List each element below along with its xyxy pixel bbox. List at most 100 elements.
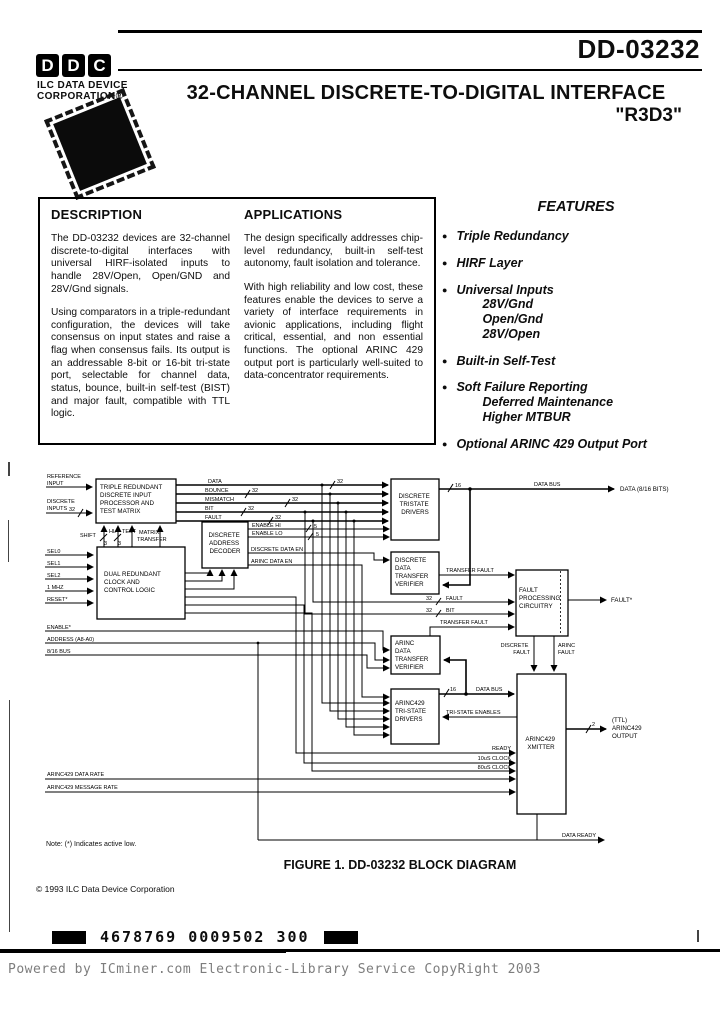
feature-subitem: Open/Gnd bbox=[482, 312, 543, 326]
logo-letter-box: D bbox=[62, 54, 85, 77]
block-label-discrete-drivers: DISCRETE TRISTATE DRIVERS bbox=[398, 493, 431, 516]
width-16: 16 bbox=[455, 483, 461, 489]
signal-sel1: SEL1 bbox=[47, 561, 60, 567]
description-heading: DESCRIPTION bbox=[51, 207, 143, 222]
page-subtitle: "R3D3" bbox=[615, 105, 682, 126]
signal-transfer-fault-2: TRANSFER FAULT bbox=[440, 620, 489, 626]
feature-subitem: 28V/Open bbox=[482, 326, 541, 341]
ddc-logo: D D C bbox=[36, 54, 111, 77]
figure-caption: FIGURE 1. DD-03232 BLOCK DIAGRAM bbox=[283, 858, 517, 872]
signal-arinc-data-rate: ARINC429 DATA RATE bbox=[47, 772, 104, 778]
company-name: ILC DATA DEVICE CORPORATION® bbox=[37, 80, 128, 103]
signal-hl: HL bbox=[109, 529, 116, 535]
discrete-data-bus-wires bbox=[439, 483, 615, 589]
bus-tap-wires bbox=[303, 483, 515, 739]
signal-sel2: SEL2 bbox=[47, 573, 60, 579]
scan-artifact-line bbox=[8, 520, 9, 562]
signal-data-out: DATA (8/16 BITS) bbox=[620, 486, 669, 493]
applications-heading: APPLICATIONS bbox=[244, 207, 343, 222]
barcode-block-icon bbox=[52, 930, 86, 944]
address-bus-wires bbox=[45, 630, 390, 672]
signal-ttl-output: (TTL) ARINC429 OUTPUT bbox=[612, 717, 643, 740]
watermark-text: Powered by ICminer.com Electronic-Librar… bbox=[8, 962, 541, 977]
signal-10us-clock: 10uS CLOCK bbox=[478, 756, 512, 762]
features-panel: FEATURES ● Triple Redundancy ● HIRF Laye… bbox=[442, 199, 710, 464]
scan-artifact-line bbox=[8, 462, 10, 476]
feature-item: ● Triple Redundancy bbox=[442, 229, 710, 244]
feature-subitems: 28V/Gnd Open/Gnd 28V/Open bbox=[456, 297, 553, 341]
block-label-fault-processing: FAULT PROCESSING CIRCUITRY bbox=[519, 587, 562, 610]
signal-address: ADDRESS (A8-A0) bbox=[47, 637, 94, 643]
block-outlines bbox=[95, 478, 569, 815]
signal-reset: RESET* bbox=[47, 597, 68, 603]
signal-discrete-data-en: DISCRETE DATA EN bbox=[251, 547, 303, 553]
bullet-icon: ● bbox=[442, 355, 448, 366]
block-label-clock: DUAL REDUNDANT CLOCK AND CONTROL LOGIC bbox=[104, 571, 162, 594]
block-label-arinc-verifier: ARINC DATA TRANSFER VERIFIER bbox=[395, 640, 430, 671]
barcode-row: 4678769 0009502 300 bbox=[52, 928, 358, 946]
applications-para2: With high reliability and low cost, thes… bbox=[244, 281, 423, 382]
feature-label: Built-in Self-Test bbox=[456, 353, 556, 368]
description-applications-box: DESCRIPTION The DD-03232 devices are 32-… bbox=[38, 197, 436, 445]
signal-arinc-data-bus: DATA BUS bbox=[476, 687, 503, 693]
feature-label: Optional ARINC 429 Output Port bbox=[456, 436, 647, 451]
copyright-line: © 1993 ILC Data Device Corporation bbox=[36, 884, 175, 894]
fault-wires bbox=[429, 571, 607, 672]
scan-artifact-line bbox=[9, 700, 10, 932]
left-input-wires bbox=[45, 483, 94, 607]
signal-discrete-inputs: DISCRETE INPUTS 32 bbox=[47, 499, 76, 513]
signal-fault-out: FAULT* bbox=[611, 597, 633, 604]
width-3: 3 bbox=[104, 541, 107, 547]
part-number: DD-03232 bbox=[577, 34, 700, 64]
block-label-discrete-verifier: DISCRETE DATA TRANSFER VERIFIER bbox=[395, 557, 430, 588]
feature-item: ● Built-in Self-Test bbox=[442, 353, 710, 369]
feature-subitem: Higher MTBUR bbox=[482, 409, 571, 424]
chip-photo bbox=[44, 88, 156, 200]
signal-arinc-fault: ARINC FAULT bbox=[558, 643, 577, 656]
feature-item: ● Optional ARINC 429 Output Port bbox=[442, 436, 710, 452]
company-line1: ILC DATA DEVICE bbox=[37, 80, 128, 91]
matrix-output-buses bbox=[176, 480, 389, 526]
signal-80us-clock: 80uS CLOCK bbox=[478, 765, 512, 771]
matrix-control-wires bbox=[99, 525, 164, 547]
width-3: 3 bbox=[118, 541, 121, 547]
block-label-matrix: TRIPLE REDUNDANT DISCRETE INPUT PROCESSO… bbox=[100, 484, 164, 515]
feature-item: ● Universal Inputs 28V/Gnd Open/Gnd 28V/… bbox=[442, 283, 710, 342]
signal-shift: SHIFT bbox=[80, 533, 97, 539]
bullet-icon: ● bbox=[442, 284, 448, 295]
logo-letter-box: C bbox=[88, 54, 111, 77]
feature-label: HIRF Layer bbox=[456, 255, 523, 270]
scan-artifact-line bbox=[697, 930, 699, 942]
features-heading: FEATURES bbox=[537, 199, 615, 215]
description-para1: The DD-03232 devices are 32-channel disc… bbox=[51, 233, 230, 295]
bullet-icon: ● bbox=[442, 231, 448, 241]
signal-test: TEST bbox=[122, 529, 137, 535]
signal-data-ready: DATA READY bbox=[562, 833, 596, 839]
description-column: DESCRIPTION The DD-03232 devices are 32-… bbox=[51, 207, 230, 437]
logo-letter: D bbox=[41, 55, 54, 75]
bottom-rule-right bbox=[280, 949, 720, 952]
logo-letter: D bbox=[67, 55, 80, 75]
arinc-bus-wires bbox=[45, 643, 607, 844]
bullet-icon: ● bbox=[442, 438, 448, 449]
header-rule-bottom bbox=[118, 69, 702, 71]
feature-item: ● HIRF Layer bbox=[442, 255, 710, 271]
block-label-xmitter: ARINC429 XMITTER bbox=[525, 736, 556, 751]
signal-arinc-message-rate: ARINC429 MESSAGE RATE bbox=[47, 785, 118, 791]
decoder-output-wires bbox=[248, 524, 390, 701]
logo-letter-box: D bbox=[36, 54, 59, 77]
applications-column: APPLICATIONS The design specifically add… bbox=[244, 207, 423, 437]
company-line2: CORPORATION® bbox=[37, 90, 124, 102]
width-16-arinc: 16 bbox=[450, 687, 456, 693]
block-label-arinc-drivers: ARINC429 TRI-STATE DRIVERS bbox=[395, 700, 428, 723]
signal-arinc-data-en: ARINC DATA EN bbox=[251, 559, 292, 565]
